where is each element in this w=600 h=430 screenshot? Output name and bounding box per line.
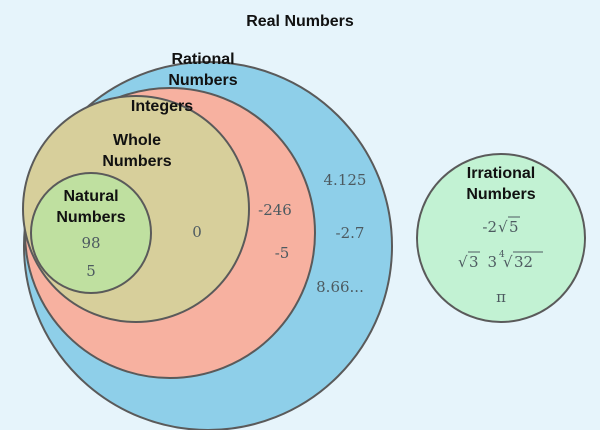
integer-member: -5	[275, 244, 290, 262]
irrational-member-pi: π	[496, 288, 506, 306]
irrational-root-index: 4	[499, 250, 505, 260]
whole-label-line2: Numbers	[102, 153, 171, 170]
diagram-title: Real Numbers	[246, 13, 354, 30]
rational-label-line2: Numbers	[168, 72, 237, 89]
natural-member: 5	[86, 262, 96, 280]
irrational-radicand: 3	[469, 253, 479, 271]
whole-member: 0	[192, 223, 202, 241]
natural-label-line1: Natural	[63, 188, 118, 205]
natural-label-line2: Numbers	[56, 209, 125, 226]
rational-member: 8.66...	[316, 278, 364, 296]
irrational-coef: 3	[487, 253, 497, 271]
rational-member: -2.7	[336, 224, 365, 242]
radical-sign-icon: √	[498, 218, 508, 236]
irrational-member-neg-two-root-five: -2 √ 5	[482, 216, 520, 236]
rational-member: 4.125	[324, 171, 367, 189]
integer-member: -246	[258, 201, 292, 219]
irrational-coef: -2	[482, 218, 497, 236]
irrational-numbers-circle	[416, 153, 586, 323]
natural-member: 98	[81, 234, 100, 252]
radical-sign-icon: √	[503, 253, 513, 271]
irrational-member-three-fourth-root: 3 4 √ 32	[487, 250, 543, 271]
irrational-label-line2: Numbers	[466, 186, 535, 203]
irrational-label-line1: Irrational	[467, 165, 535, 182]
irrational-radicand: 5	[509, 218, 519, 236]
whole-label-line1: Whole	[113, 132, 161, 149]
irrational-radicand: 32	[514, 253, 533, 271]
radical-sign-icon: √	[458, 253, 468, 271]
irrational-member-root-three: √ 3	[458, 251, 480, 271]
natural-numbers-circle	[30, 172, 152, 294]
integers-label: Integers	[131, 98, 193, 115]
rational-label-line1: Rational	[171, 51, 234, 68]
